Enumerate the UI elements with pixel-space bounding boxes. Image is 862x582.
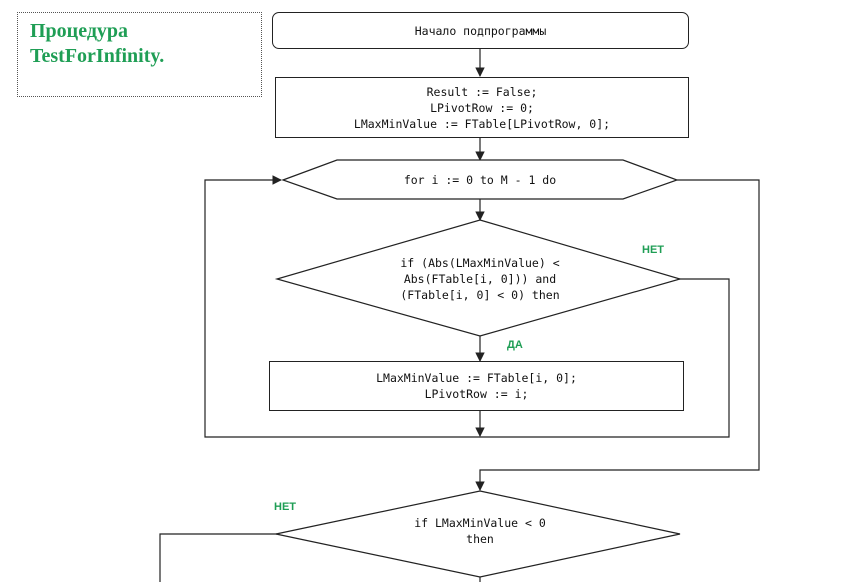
init-line-2: LPivotRow := 0; [430,100,534,115]
procedure-title-box: Процедура TestForInfinity. [17,12,262,97]
assign-line-2: LPivotRow := i; [424,387,529,401]
init-line-3: LMaxMinValue := FTable[LPivotRow, 0]; [353,116,611,131]
decision-diamond-1-shape [274,219,683,337]
loop-hexagon-shape [281,159,679,200]
connector-loop-exit [475,179,760,491]
title-line-2: TestForInfinity. [30,45,165,67]
init-line-1: Result := False; [426,84,538,99]
title-line-1: Процедура [30,20,129,42]
init-block: Result := False; LPivotRow := 0; LMaxMin… [275,77,689,138]
connector-loop-back [204,175,480,438]
assign-line-1: LMaxMinValue := FTable[i, 0]; [376,371,577,385]
no-label-2: НЕТ [274,501,296,513]
no-label-1: НЕТ [642,244,664,256]
start-block-text: Начало подпрограммы [414,23,547,38]
assign-block: LMaxMinValue := FTable[i, 0]; LPivotRow … [269,361,684,411]
yes-label-1: ДА [507,339,523,351]
connector-condition2-no [159,533,277,582]
start-block: Начало подпрограммы [272,12,689,49]
decision-diamond-2-shape [275,490,681,578]
connector-condition-no [480,278,730,438]
